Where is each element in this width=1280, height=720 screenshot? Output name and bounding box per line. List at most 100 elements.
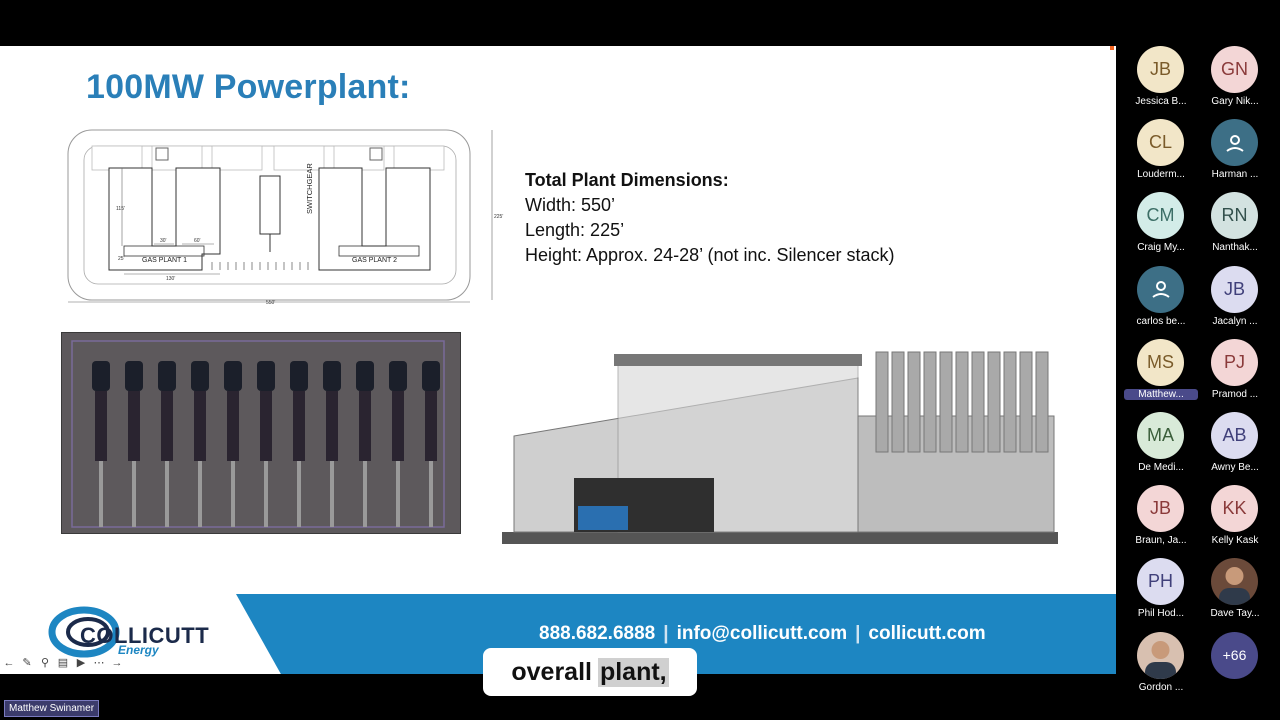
generator-unit [389, 361, 407, 527]
silencer-stack [1019, 351, 1033, 453]
slide-corner-marker [1110, 46, 1114, 50]
participant-tile[interactable]: Harman ... [1198, 119, 1272, 189]
participant-tile[interactable]: JB Jacalyn ... [1198, 265, 1272, 336]
dimension-width: Width: 550’ [525, 195, 616, 215]
silencer-stack [1003, 351, 1017, 453]
dim-width-label: 550' [266, 300, 275, 306]
dimension-height: Height: Approx. 24-28’ (not inc. Silence… [525, 245, 895, 265]
generator-top-view-render [61, 332, 461, 534]
participant-tile[interactable]: MA De Medi... [1124, 412, 1198, 482]
silencer-stack [875, 351, 889, 453]
logo-subtitle: Energy [118, 643, 159, 657]
avatar: JB [1137, 46, 1184, 93]
footer-contact: 888.682.6888|info@collicutt.com|collicut… [539, 623, 986, 645]
avatar: JB [1211, 265, 1258, 313]
participant-name: Jessica B... [1135, 96, 1187, 107]
participant-name: Awny Be... [1211, 462, 1259, 473]
dimensions-heading: Total Plant Dimensions: [525, 170, 729, 190]
switchgear-label: SWITCHGEAR [305, 163, 314, 214]
participant-tile[interactable]: +66 [1198, 631, 1272, 702]
logo-wordmark: COLLICUTT [80, 623, 210, 648]
dim-115-label: 115' [116, 206, 125, 212]
avatar: KK [1211, 485, 1258, 533]
silencer-stack [971, 351, 985, 453]
footer-separator: | [855, 623, 861, 644]
generator-unit [191, 361, 209, 527]
participant-name: Louderm... [1137, 169, 1185, 181]
plant-dimensions: Total Plant Dimensions: Width: 550’ Leng… [525, 168, 895, 268]
captions-icon[interactable]: ▤ [57, 657, 69, 669]
generator-unit [323, 361, 341, 527]
participant-tile[interactable]: GN Gary Nik... [1198, 46, 1272, 116]
avatar: JB [1137, 485, 1184, 533]
dim-130-label: 130' [166, 276, 175, 282]
zoom-icon[interactable]: ⚲ [40, 657, 50, 669]
participant-name: De Medi... [1138, 462, 1184, 473]
footer-email: info@collicutt.com [676, 623, 848, 644]
participant-name: Dave Tay... [1210, 608, 1260, 620]
participant-name: Kelly Kask [1211, 535, 1259, 547]
participant-name: Gary Nik... [1211, 96, 1259, 107]
dim-60-label: 60' [194, 238, 201, 244]
more-icon[interactable]: ⋯ [93, 657, 105, 669]
generator-unit [356, 361, 374, 527]
silencer-stack [1035, 351, 1049, 453]
pen-icon[interactable]: ✎ [22, 657, 32, 669]
participant-name: Craig My... [1137, 242, 1185, 254]
avatar: PH [1137, 558, 1184, 606]
caption-highlight: plant, [597, 657, 669, 687]
participant-tile[interactable]: Dave Tay... [1198, 558, 1272, 628]
caption-text: overall [511, 657, 592, 686]
generator-unit [224, 361, 242, 527]
silencer-stack [987, 351, 1001, 453]
participant-name: Matthew... [1124, 388, 1198, 400]
avatar: PJ [1211, 338, 1258, 386]
participant-tile[interactable]: JB Jessica B... [1124, 46, 1198, 116]
avatar: MA [1137, 412, 1184, 459]
dim-25-label: 25' [118, 256, 125, 262]
photo-avatar [1137, 631, 1184, 679]
silencer-stack [923, 351, 937, 453]
participant-tile[interactable]: CL Louderm... [1124, 119, 1198, 189]
participant-name: carlos be... [1136, 315, 1186, 327]
participant-tile[interactable]: Gordon ... [1124, 631, 1198, 702]
video-icon[interactable]: ▶ [76, 657, 86, 669]
floorplan-diagram: SWITCHGEAR GAS PLANT 1 GAS PLANT 2 550' … [67, 129, 503, 306]
participant-name: Phil Hod... [1137, 608, 1185, 620]
avatar: AB [1211, 412, 1258, 459]
more-participants-count: +66 [1211, 631, 1258, 679]
footer-website: collicutt.com [868, 623, 986, 644]
avatar: CL [1137, 119, 1184, 167]
slide-title: 100MW Powerplant: [86, 68, 411, 106]
participant-tile[interactable]: AB Awny Be... [1198, 412, 1272, 482]
plant-side-cutaway-render [502, 351, 1058, 544]
silencer-stack [891, 351, 905, 453]
participant-name: Braun, Ja... [1135, 535, 1187, 547]
participant-name: Harman ... [1211, 169, 1259, 181]
participant-name: Nanthak... [1212, 242, 1258, 254]
generator-unit [290, 361, 308, 527]
footer-phone: 888.682.6888 [539, 623, 656, 644]
participant-tile[interactable]: carlos be... [1124, 265, 1198, 336]
participants-panel: JB Jessica B... GN Gary Nik... CL Louderm... H… [1116, 46, 1280, 700]
participant-tile[interactable]: KK Kelly Kask [1198, 485, 1272, 555]
avatar: GN [1211, 46, 1258, 93]
generator-unit [422, 361, 440, 527]
photo-avatar [1211, 558, 1258, 606]
dim-height-label: 225' [494, 214, 503, 220]
speaker-name-label: Matthew Swinamer [4, 700, 100, 717]
gas-plant-1-label: GAS PLANT 1 [142, 257, 187, 264]
participant-tile[interactable]: PH Phil Hod... [1124, 558, 1198, 628]
forward-arrow-icon[interactable]: → [111, 657, 123, 669]
participant-name: Jacalyn ... [1212, 315, 1258, 327]
slide-toolbar: ← ✎ ⚲ ▤ ▶ ⋯ → [2, 656, 124, 670]
participant-tile[interactable]: JB Braun, Ja... [1124, 485, 1198, 555]
silencer-stack [955, 351, 969, 453]
generator-unit [257, 361, 275, 527]
back-arrow-icon[interactable]: ← [3, 657, 15, 669]
